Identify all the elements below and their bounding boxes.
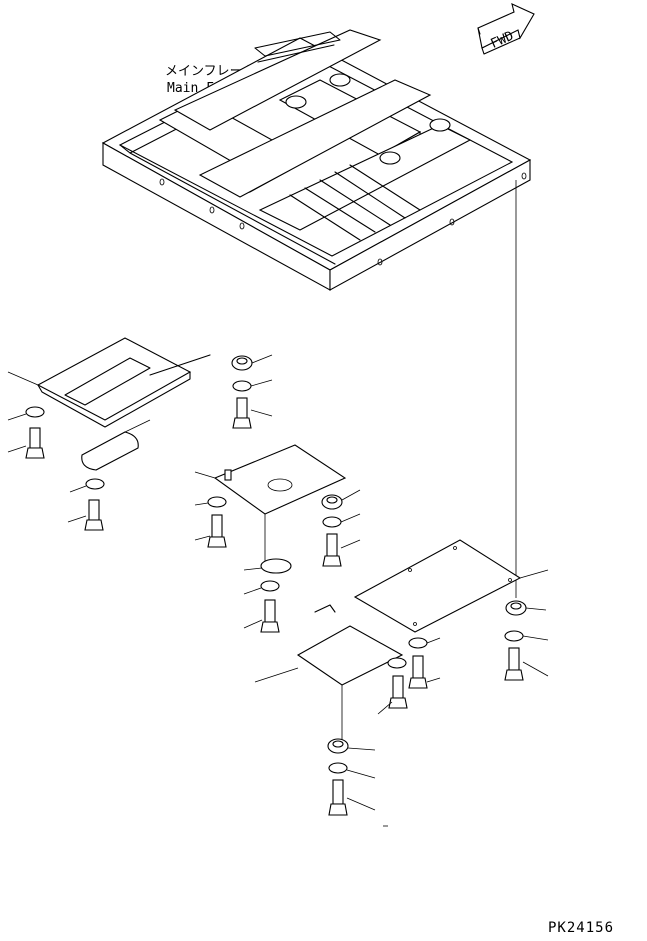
lower-bolt-center: [243, 599, 280, 633]
middle-cover-hole-plug: [243, 558, 292, 574]
middle-bolt-right: [322, 533, 361, 567]
middle-cover-plate: [194, 444, 347, 565]
right-mount: [505, 600, 547, 616]
left-cover-plate: [7, 337, 211, 428]
lower-washer: [328, 762, 376, 779]
left-bolt-upper: [7, 427, 45, 459]
lower-bolt: [328, 779, 376, 816]
right-cover-plate: [353, 539, 549, 633]
left-bolt-lower: [67, 499, 104, 531]
washer-upper-center: [232, 379, 273, 392]
left-cover-small: [81, 419, 151, 471]
mount-upper-center: [231, 354, 273, 371]
lower-cover-plate: [254, 604, 404, 740]
main-frame: [101, 29, 532, 291]
lower-washer-center: [243, 580, 280, 595]
lower-left-bolt: [377, 675, 408, 715]
middle-washer-right: [322, 513, 361, 528]
lower-left-washer: [387, 657, 407, 669]
right-center-washer: [408, 637, 441, 649]
drawing-code: PK24156: [548, 920, 614, 936]
right-bolt: [504, 647, 549, 681]
bolt-upper-center: [232, 397, 273, 429]
middle-mount-right: [321, 489, 361, 510]
middle-bolt-left: [194, 514, 227, 548]
fwd-arrow: FWD: [477, 3, 535, 55]
lower-mount: [327, 738, 376, 754]
left-washer-lower: [69, 478, 105, 493]
right-washer: [504, 630, 549, 642]
left-washer-upper: [7, 406, 45, 421]
right-center-bolt: [408, 655, 441, 689]
middle-washer-left: [194, 496, 227, 508]
